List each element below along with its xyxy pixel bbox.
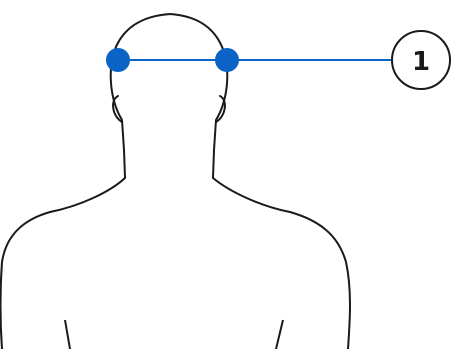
- head-silhouette-outline: [1, 14, 351, 349]
- left-torso-line: [65, 320, 70, 349]
- left-measurement-point: [106, 48, 130, 72]
- callout-number: 1: [412, 47, 430, 77]
- right-measurement-point: [215, 48, 239, 72]
- right-torso-line: [276, 320, 283, 349]
